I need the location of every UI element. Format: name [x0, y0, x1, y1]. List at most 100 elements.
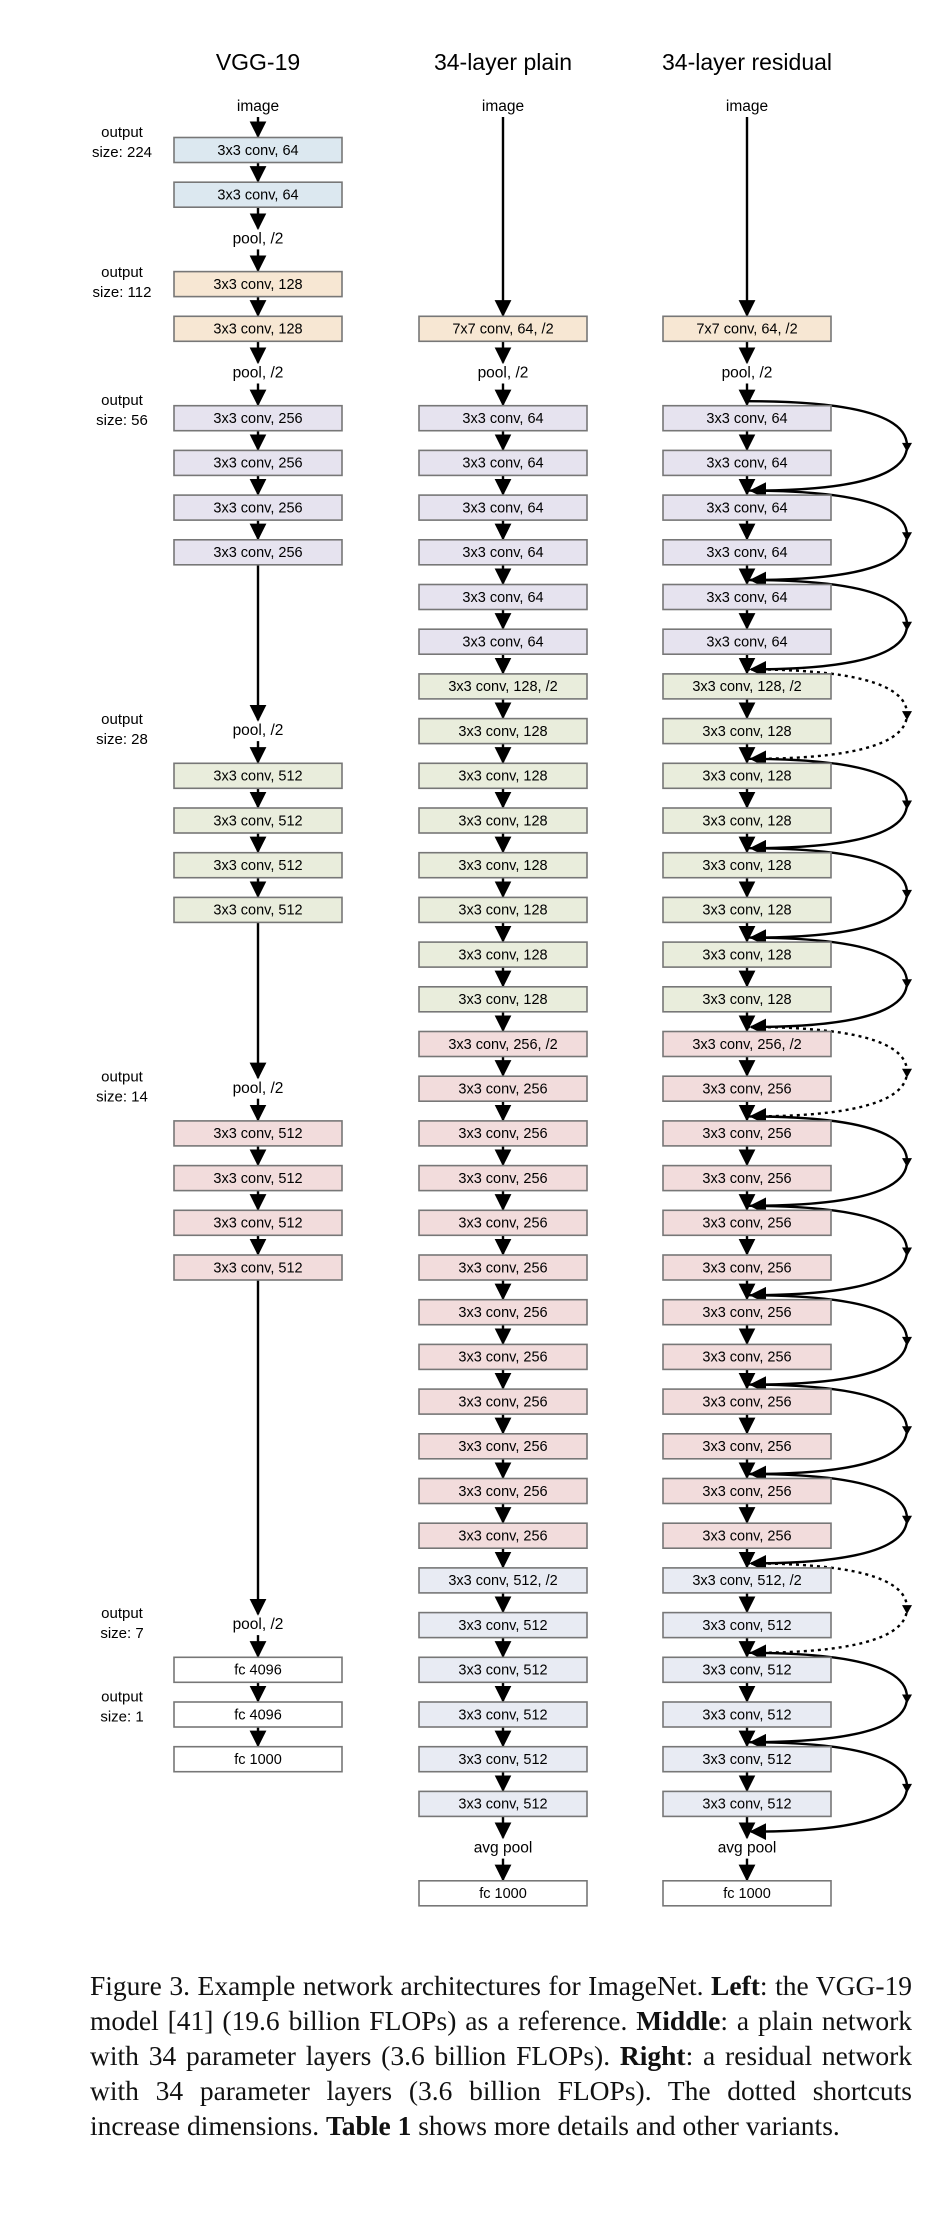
output-size-value: size: 28 — [96, 731, 148, 748]
layer-box — [173, 1254, 343, 1281]
layer-box — [173, 1656, 343, 1684]
layer-label: 3x3 conv, 512 — [458, 1752, 547, 1768]
layer-label: 3x3 conv, 256 — [458, 1216, 547, 1232]
pool-label: pool, /2 — [233, 722, 284, 739]
layer-box — [173, 494, 343, 521]
layer-box — [418, 538, 588, 566]
caption-lead: Figure 3. Example network architectures … — [90, 1970, 712, 2001]
layer-box — [418, 1880, 588, 1907]
layer-label: 3x3 conv, 128 — [458, 813, 547, 829]
layer-label: 3x3 conv, 512 — [213, 1216, 302, 1232]
layer-label: 3x3 conv, 256 — [702, 1529, 791, 1545]
layer-label: 3x3 conv, 512 — [213, 1126, 302, 1142]
layer-label: 3x3 conv, 256 — [458, 1082, 547, 1098]
input-label-plain: image — [482, 98, 524, 115]
layer-label: 3x3 conv, 64 — [706, 500, 787, 516]
layer-box — [662, 449, 832, 477]
layer-label: 3x3 conv, 256 — [458, 1484, 547, 1500]
pool-label: pool, /2 — [233, 1616, 284, 1633]
layer-label: 3x3 conv, 512 — [702, 1618, 791, 1634]
output-size-label: output — [101, 1069, 144, 1086]
layer-label: 3x3 conv, 512 — [458, 1797, 547, 1813]
pool-label: pool, /2 — [233, 365, 284, 382]
layer-label: 3x3 conv, 64 — [462, 500, 543, 516]
layer-label: 3x3 conv, 512 — [702, 1707, 791, 1723]
layer-label: 3x3 conv, 128 — [458, 769, 547, 785]
layer-label: 3x3 conv, 256 — [702, 1171, 791, 1187]
layer-label: 3x3 conv, 256, /2 — [692, 1037, 801, 1053]
caption-table-label: Table 1 — [325, 2110, 412, 2141]
caption-left-text: : the VGG-19 model [41] (19.6 billion FL… — [90, 1970, 912, 2036]
figure-caption: Figure 3. Example network architectures … — [90, 1968, 912, 2143]
caption-middle-label: Middle — [636, 2005, 721, 2036]
layer-box — [418, 1298, 588, 1326]
layer-box — [662, 1611, 832, 1639]
layer-label: 3x3 conv, 512 — [702, 1797, 791, 1813]
layer-box — [662, 1567, 832, 1594]
layer-label: 3x3 conv, 64 — [706, 590, 787, 606]
layer-label: 3x3 conv, 256 — [213, 456, 302, 472]
layer-label: 3x3 conv, 64 — [462, 590, 543, 606]
layer-label: 3x3 conv, 64 — [462, 545, 543, 561]
layer-label: 3x3 conv, 256 — [702, 1260, 791, 1276]
layer-label: 3x3 conv, 128 — [702, 947, 791, 963]
layer-box — [173, 181, 343, 208]
output-size-label: output — [101, 1605, 144, 1622]
layer-box — [662, 1880, 832, 1907]
layer-box — [662, 1522, 832, 1549]
layer-label: 3x3 conv, 256 — [702, 1082, 791, 1098]
input-label-vgg: image — [237, 98, 279, 115]
layer-box — [418, 1388, 588, 1415]
layer-label: 7x7 conv, 64, /2 — [696, 322, 797, 338]
layer-label: 3x3 conv, 128 — [702, 992, 791, 1008]
output-size-value: size: 112 — [93, 284, 152, 301]
layer-label: 3x3 conv, 128 — [702, 903, 791, 919]
layer-label: 3x3 conv, 64 — [706, 411, 787, 427]
layer-box — [662, 1343, 832, 1371]
layer-label: 3x3 conv, 256 — [702, 1439, 791, 1455]
shortcut-arrowhead — [902, 711, 912, 721]
layer-label: 3x3 conv, 64 — [217, 143, 298, 159]
layer-box — [418, 762, 588, 790]
layer-label: 3x3 conv, 256 — [458, 1394, 547, 1410]
shortcut-arrowhead — [902, 1605, 912, 1615]
layer-box — [173, 1745, 343, 1773]
pool-label: avg pool — [718, 1840, 777, 1857]
layer-box — [662, 851, 832, 879]
layer-label: 3x3 conv, 256 — [213, 411, 302, 427]
layer-box — [173, 538, 343, 566]
pool-label: pool, /2 — [722, 365, 773, 382]
layer-box — [418, 494, 588, 521]
layer-box — [662, 1477, 832, 1505]
layer-box — [173, 1209, 343, 1237]
layer-box — [662, 896, 832, 924]
layer-box — [418, 315, 588, 343]
layer-label: 3x3 conv, 256 — [702, 1216, 791, 1232]
layer-box — [418, 1343, 588, 1371]
layer-label: 3x3 conv, 256 — [213, 500, 302, 516]
layer-box — [662, 1790, 832, 1818]
layer-box — [662, 1209, 832, 1237]
shortcut-arrowhead — [902, 1336, 912, 1346]
layer-box — [662, 762, 832, 790]
layer-box — [662, 717, 832, 745]
layer-box — [418, 1075, 588, 1102]
layer-box — [173, 896, 343, 924]
output-size-value: size: 56 — [96, 412, 148, 429]
layer-label: 3x3 conv, 512 — [213, 813, 302, 829]
layer-label: 3x3 conv, 128 — [702, 724, 791, 740]
layer-label: 3x3 conv, 256 — [702, 1305, 791, 1321]
layer-label: 3x3 conv, 64 — [217, 188, 298, 204]
layer-box — [418, 1120, 588, 1147]
layer-box — [662, 1075, 832, 1102]
output-size-label: output — [101, 264, 144, 281]
layer-box — [418, 449, 588, 477]
output-size-label: output — [101, 392, 144, 409]
layer-label: 3x3 conv, 512 — [213, 858, 302, 874]
layer-label: 3x3 conv, 256, /2 — [448, 1037, 557, 1053]
layer-box — [173, 762, 343, 790]
layer-box — [662, 1433, 832, 1460]
layer-label: 3x3 conv, 128 — [458, 724, 547, 740]
pool-label: avg pool — [474, 1840, 533, 1857]
